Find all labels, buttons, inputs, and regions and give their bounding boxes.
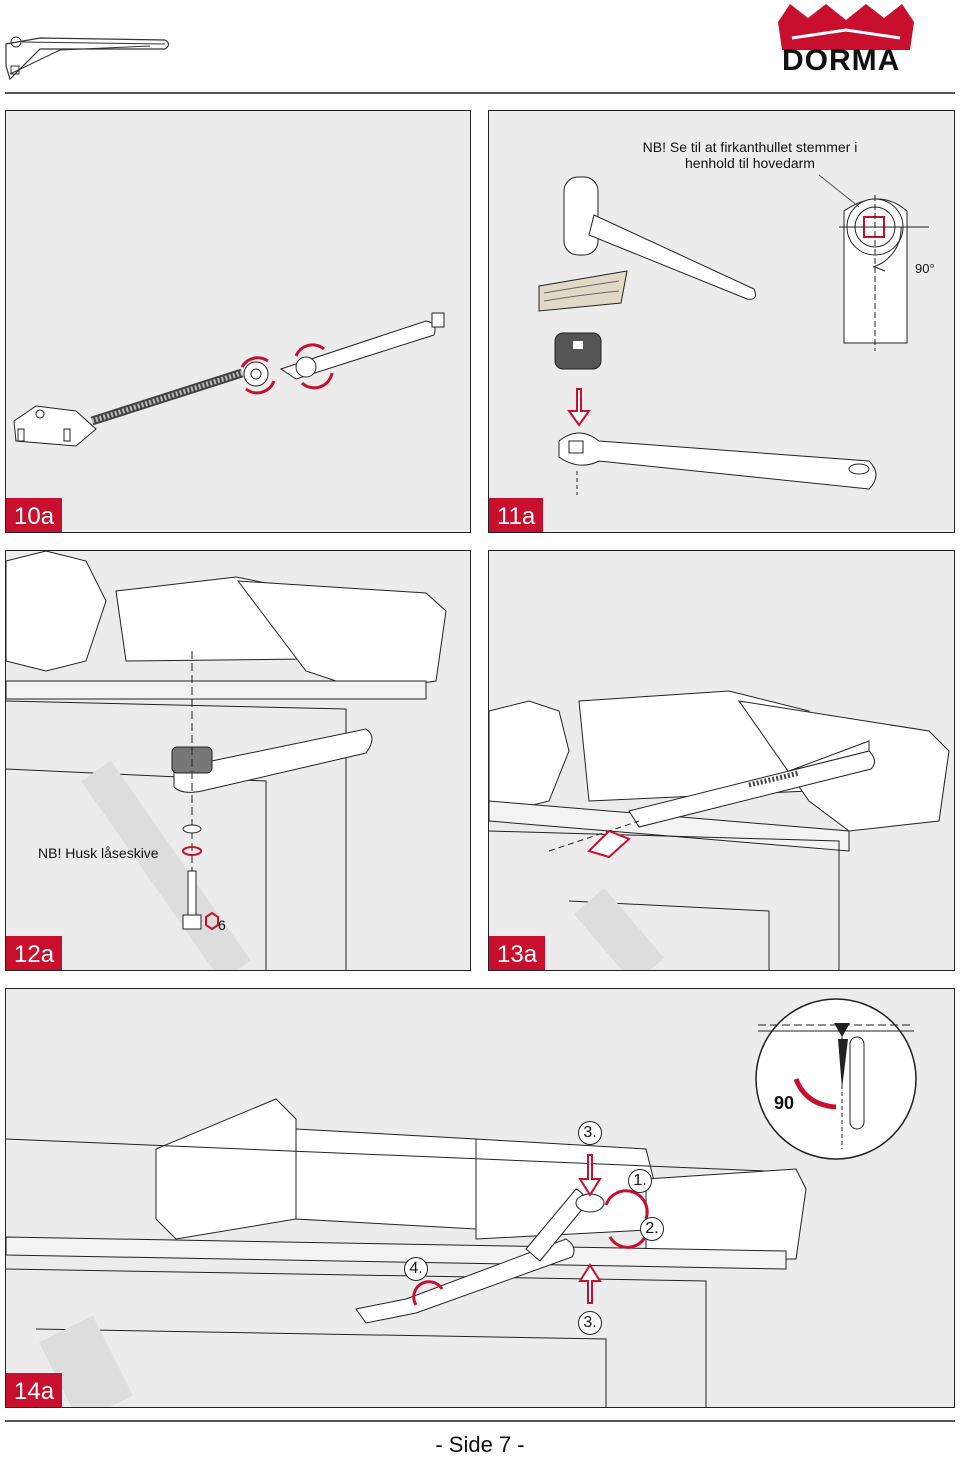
header: DORMA	[0, 0, 960, 92]
footer-divider	[5, 1420, 955, 1422]
angle-label: 90°	[915, 261, 935, 276]
step-label: 10a	[6, 498, 63, 532]
panel-10a: 10a	[5, 110, 471, 533]
panel-11a: NB! Se til at firkanthullet stemmer i he…	[488, 110, 955, 533]
brand-logo: DORMA	[772, 0, 920, 80]
main-arm-mount-illustration	[6, 551, 447, 970]
step-marker-1: 1.	[628, 1169, 652, 1193]
step-label: 11a	[489, 498, 544, 532]
step-label: 14a	[6, 1373, 63, 1407]
step-label: 13a	[489, 936, 546, 970]
lock-washer-note: NB! Husk låseskive	[38, 845, 159, 861]
header-divider	[5, 92, 955, 94]
crown-icon	[778, 4, 914, 50]
step-marker-4: 4.	[404, 1257, 428, 1281]
connecting-rod-illustration	[13, 312, 445, 447]
angle-90-label: 90	[774, 1093, 795, 1113]
square-hole-note: NB! Se til at firkanthullet stemmer i he…	[642, 139, 858, 171]
rod-assembly-illustration	[489, 690, 950, 970]
panel-12a: NB! Husk låseskive 6 12a	[5, 550, 471, 971]
step-marker-3-top: 3.	[578, 1121, 602, 1145]
panel-14a: 90 1. 2. 3. 3. 4. 14a	[5, 988, 955, 1408]
step-marker-2: 2.	[640, 1217, 664, 1241]
door-closer-arm-thumbnail	[5, 36, 170, 81]
panel-13a: 13a	[488, 550, 955, 971]
step-marker-3-bottom: 3.	[578, 1311, 602, 1335]
arm-fitting-illustration	[538, 174, 929, 495]
brand-name: DORMA	[782, 44, 901, 77]
step-label: 12a	[6, 936, 63, 970]
final-assembly-illustration	[6, 998, 917, 1407]
hex-size-label: 6	[218, 917, 226, 933]
page-number: - Side 7 -	[435, 1432, 525, 1457]
